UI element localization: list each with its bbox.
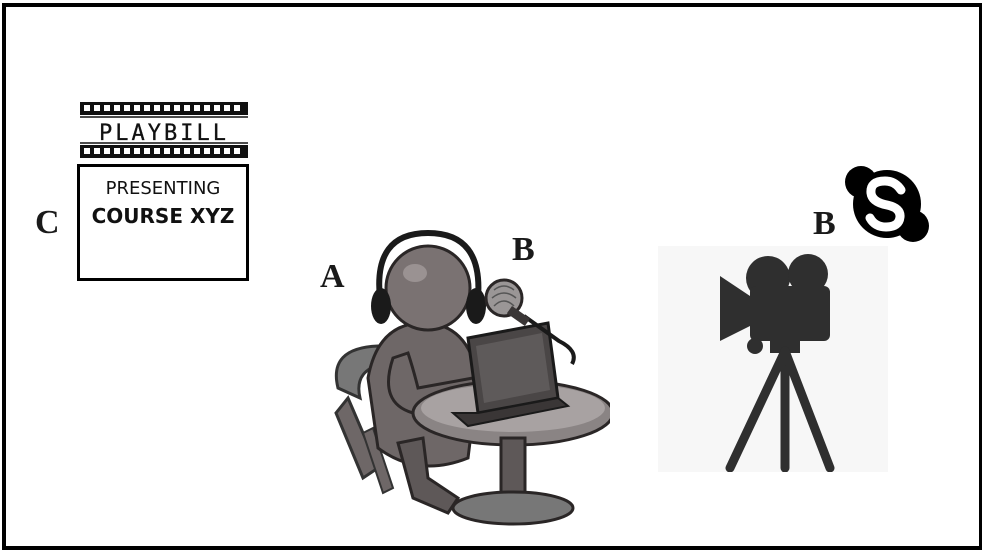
poster-presenting-text: PRESENTING [80, 178, 246, 199]
playbill-banner-text: PLAYBILL [99, 121, 229, 146]
label-c: C [35, 206, 60, 240]
headset-person-at-laptop-icon [318, 228, 610, 540]
playbill-poster: PRESENTING COURSE XYZ [77, 164, 249, 281]
playbill-banner-icon: PLAYBILL [78, 100, 250, 160]
label-b-camera: B [813, 207, 836, 241]
video-camera-on-tripod-icon [658, 246, 888, 472]
microphone-icon [484, 276, 594, 366]
poster-course-title: COURSE XYZ [80, 204, 246, 228]
skype-logo-icon [843, 164, 931, 244]
